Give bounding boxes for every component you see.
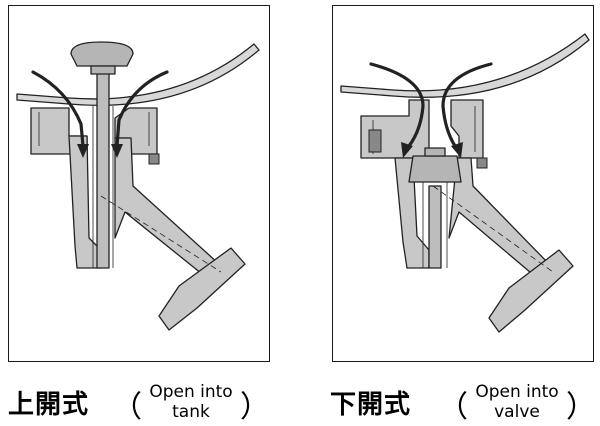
caption-left-paren-close: ） [240,390,270,425]
flow-arrows [369,62,493,148]
caption-right-paren-close: ） [566,390,596,425]
arrowhead-right-icon [451,142,463,158]
valve-drawing-right [340,33,590,333]
caption-right-main: 下開式 [330,390,412,420]
arrowhead-right-icon [111,144,123,158]
outlet-pipe [448,157,550,279]
seat-ring [90,65,116,75]
outlet-flange [488,249,574,333]
caption-right-en-line1: Open into [475,382,559,402]
tank-wall [16,43,260,107]
caption-left-en-line2: tank [172,402,210,422]
valve-disc [408,155,462,183]
caption-right-en-line2: valve [494,402,540,422]
outlet-flange [158,247,246,331]
caption-left-en-line1: Open into [149,382,233,402]
valve-stem [96,67,110,269]
outlet-pipe [114,137,220,279]
arrowhead-left-icon [401,142,413,158]
caption-left-main: 上開式 [8,390,90,420]
diagram-open-into-valve [332,5,594,362]
body-wall-left [68,135,102,269]
caption-right: 下開式 （ Open into valve ） [330,378,596,425]
bolt-icon [368,129,488,169]
flow-arrows [31,70,169,148]
bolt-icon [148,153,160,165]
valve-stem [428,185,442,269]
caption-right-paren-open: （ [438,390,468,425]
valve-drawing-left [16,41,260,331]
diagram-open-into-tank [8,5,270,362]
caption-left: 上開式 （ Open into tank ） [8,378,270,425]
caption-left-paren-open: （ [112,390,142,425]
arrowhead-left-icon [77,144,89,158]
valve-disc [70,41,134,67]
